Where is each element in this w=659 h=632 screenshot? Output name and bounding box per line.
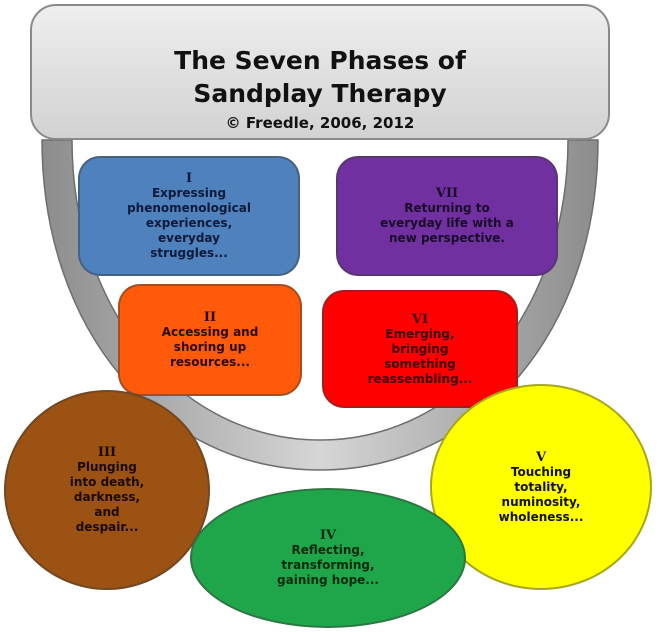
phase-7-numeral: VII <box>435 186 459 201</box>
diagram-subtitle: © Freedle, 2006, 2012 <box>225 114 415 132</box>
phase-7-box: VII Returning to everyday life with a ne… <box>336 156 558 276</box>
phase-3-text: Plunging into death, darkness, and despa… <box>69 460 145 534</box>
phase-1-box: I Expressing phenomenological experience… <box>78 156 300 276</box>
phase-1-numeral: I <box>185 171 193 186</box>
phase-7-text: Returning to everyday life with a new pe… <box>380 201 514 245</box>
title-box: The Seven Phases of Sandplay Therapy © F… <box>30 4 610 140</box>
phase-4-numeral: IV <box>319 528 337 543</box>
phase-6-text: Emerging, bringing something reassemblin… <box>367 326 473 386</box>
phase-2-numeral: II <box>203 310 217 325</box>
phase-3-numeral: III <box>97 445 117 460</box>
phase-4-text: Reflecting, transforming, gaining hope..… <box>277 543 379 587</box>
phase-5-text: Touching totality, numinosity, wholeness… <box>498 464 584 524</box>
phase-2-box: II Accessing and shoring up resources... <box>118 284 302 396</box>
phase-3-circle: III Plunging into death, darkness, and d… <box>4 390 210 590</box>
phase-5-circle: V Touching totality, numinosity, wholene… <box>430 384 652 590</box>
phase-5-numeral: V <box>535 449 547 465</box>
phase-1-text: Expressing phenomenological experiences,… <box>127 186 251 260</box>
phase-6-box: VI Emerging, bringing something reassemb… <box>322 290 518 408</box>
phase-6-numeral: VI <box>411 311 429 327</box>
diagram-title: The Seven Phases of Sandplay Therapy <box>174 46 466 108</box>
phase-4-circle: IV Reflecting, transforming, gaining hop… <box>190 488 466 628</box>
phase-2-text: Accessing and shoring up resources... <box>161 325 259 369</box>
